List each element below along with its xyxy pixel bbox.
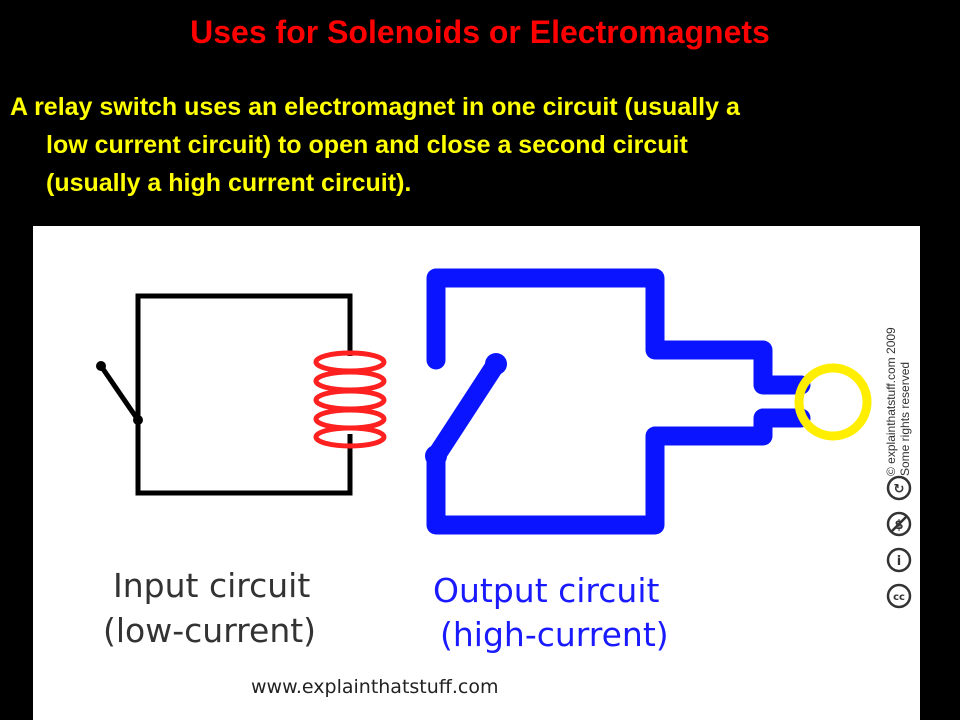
lamp-icon — [794, 363, 872, 441]
slide-title: Uses for Solenoids or Electromagnets — [190, 14, 770, 50]
sharealike-icon-glyph: ↻ — [894, 482, 905, 497]
input-switch-contact — [96, 361, 106, 371]
output-switch-pivot — [425, 445, 447, 467]
output-caption-line-2: (high-current) — [440, 615, 669, 654]
input-caption-line-1: Input circuit — [113, 566, 310, 605]
output-circuit — [426, 268, 811, 535]
output-switch-lever — [426, 354, 506, 466]
output-circuit-wire-upper — [426, 268, 811, 395]
body-line-2: low current circuit) to open and close a… — [46, 131, 688, 159]
electromagnet-coil-icon — [313, 350, 387, 449]
attribution-icon: i — [886, 547, 912, 573]
output-caption-line-1: Output circuit — [433, 571, 660, 610]
input-switch-lever — [98, 363, 141, 423]
source-url: www.explainthatstuff.com — [251, 676, 499, 698]
creative-commons-icon: cc — [886, 583, 912, 609]
copyright-line-1: © explainthatstuff.com 2009 — [884, 327, 898, 476]
creative-commons-icon-glyph: cc — [893, 592, 905, 603]
noncommercial-icon: $ — [886, 511, 912, 537]
copyright-notice: © explainthatstuff.com 2009 Some rights … — [884, 327, 912, 476]
input-circuit — [96, 293, 353, 496]
output-circuit-wire-lower — [426, 408, 811, 535]
sharealike-icon: ↻ — [886, 475, 912, 501]
output-switch-contact — [485, 353, 507, 375]
body-line-1: A relay switch uses an electromagnet in … — [10, 93, 740, 121]
relay-diagram: © explainthatstuff.com 2009 Some rights … — [33, 226, 920, 720]
slide-body-text: A relay switch uses an electromagnet in … — [10, 88, 950, 202]
input-circuit-wire-lower — [135, 420, 353, 496]
license-icons: ↻ $ i cc — [886, 475, 912, 609]
input-circuit-wire — [135, 293, 353, 420]
input-caption-line-2: (low-current) — [103, 611, 316, 650]
attribution-icon-glyph: i — [897, 554, 901, 569]
copyright-line-2: Some rights reserved — [898, 362, 912, 476]
body-line-3: (usually a high current circuit). — [46, 169, 412, 197]
input-switch-pivot — [133, 415, 143, 425]
relay-diagram-svg: © explainthatstuff.com 2009 Some rights … — [96, 268, 912, 698]
